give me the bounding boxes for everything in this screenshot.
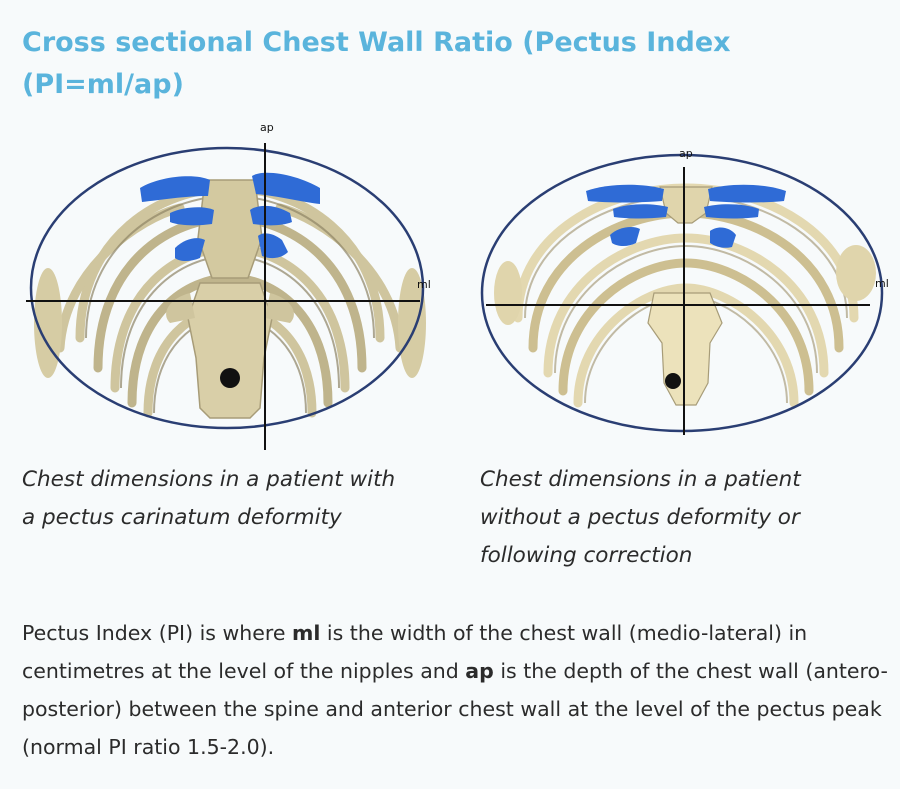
carinatum-caption: Chest dimensions in a patient with a pec… <box>22 461 442 537</box>
chest-outline-ellipse <box>480 153 884 433</box>
normal-chest-diagram: ap ml <box>478 143 900 443</box>
description-text: is the width of the chest wall (medio-la… <box>22 621 808 683</box>
description-text: is the depth of the chest wall (antero-p… <box>22 659 888 759</box>
chest-outline-ellipse <box>29 146 425 430</box>
normal-chest-svg: ap ml <box>480 147 889 435</box>
page-title: Cross sectional Chest Wall Ratio (Pectus… <box>22 27 731 100</box>
description-text: Pectus Index (PI) is where <box>22 621 292 645</box>
ml-axis-label: ml <box>417 278 431 291</box>
ap-term: ap <box>465 659 494 683</box>
caption-line: a pectus carinatum deformity <box>22 505 342 530</box>
caption-line: Chest dimensions in a patient with <box>22 467 396 492</box>
ribcage-illustration <box>494 183 876 408</box>
carinatum-chest-diagram: ap ml <box>20 118 440 463</box>
ml-term: ml <box>291 621 321 645</box>
ap-axis-label: ap <box>679 147 693 160</box>
pectus-index-description: Pectus Index (PI) is where ml is the wid… <box>22 614 888 766</box>
ml-axis-label: ml <box>875 277 889 290</box>
caption-line: following correction <box>480 543 693 568</box>
carinatum-chest-svg: ap ml <box>26 121 431 450</box>
caption-line: without a pectus deformity or <box>480 505 800 530</box>
caption-line: Chest dimensions in a patient <box>480 467 801 492</box>
ribcage-illustration <box>34 172 426 419</box>
normal-caption: Chest dimensions in a patient without a … <box>480 461 880 575</box>
ap-axis-label: ap <box>260 121 274 134</box>
